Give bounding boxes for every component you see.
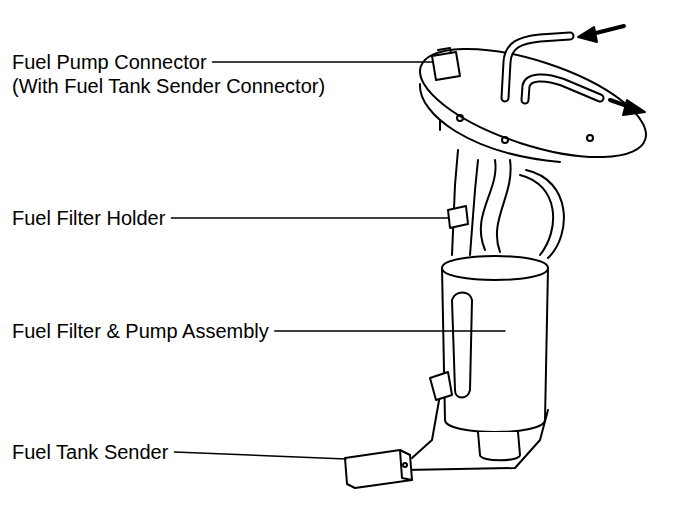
leader-line bbox=[171, 217, 449, 219]
leader-line bbox=[213, 61, 432, 63]
flow-arrowhead bbox=[623, 100, 645, 115]
sender-arm bbox=[412, 395, 440, 458]
outlet-tube bbox=[525, 78, 600, 100]
part-label: (With Fuel Tank Sender Connector) bbox=[12, 75, 325, 97]
part-label: Fuel Filter & Pump Assembly bbox=[12, 320, 269, 342]
wire-harness bbox=[520, 175, 553, 255]
fuel-tube bbox=[497, 160, 511, 252]
sender-rivet bbox=[403, 463, 407, 467]
pump-top-rim bbox=[442, 268, 548, 280]
bracket bbox=[470, 160, 478, 255]
filter-holder-clip bbox=[448, 206, 468, 228]
part-label: Fuel Filter Holder bbox=[12, 207, 165, 229]
sender-box-edge bbox=[400, 450, 412, 480]
fuel-tube bbox=[481, 160, 496, 250]
pump-body bbox=[442, 256, 548, 432]
part-label: Fuel Tank Sender bbox=[12, 441, 168, 463]
flow-arrowhead bbox=[578, 27, 597, 42]
pump-window bbox=[452, 293, 472, 398]
inlet-tube bbox=[505, 36, 570, 98]
sender-box bbox=[345, 450, 412, 488]
pump-inlet bbox=[478, 432, 520, 460]
bracket bbox=[452, 150, 458, 255]
leader-line bbox=[174, 452, 346, 459]
flange-bolt bbox=[457, 115, 463, 121]
outlet-tube-fill bbox=[525, 78, 600, 100]
flange-bolt bbox=[502, 137, 508, 143]
pump-flange bbox=[408, 27, 658, 180]
connector-latch bbox=[438, 48, 451, 53]
leader-line bbox=[275, 330, 505, 332]
pump-bracket bbox=[430, 372, 452, 400]
flange-bolt bbox=[587, 135, 593, 141]
flow-arrow bbox=[592, 26, 624, 34]
inlet-tube-fill bbox=[505, 36, 570, 98]
flange-pin bbox=[439, 120, 441, 130]
flange-edge bbox=[420, 84, 560, 162]
part-label: Fuel Pump Connector bbox=[12, 51, 207, 73]
wire-harness bbox=[526, 170, 564, 258]
pump-connector bbox=[432, 52, 460, 80]
